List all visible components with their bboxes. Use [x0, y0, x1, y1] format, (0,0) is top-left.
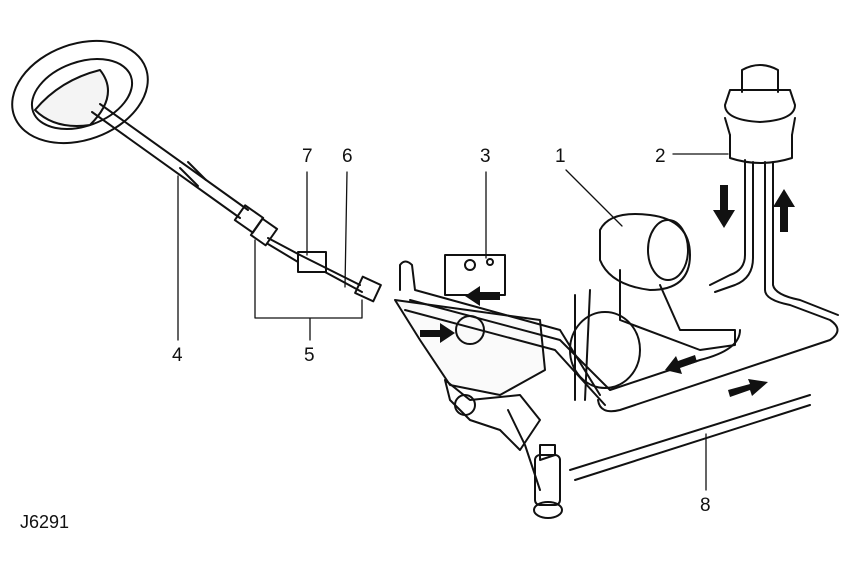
leader-lines	[177, 153, 729, 491]
callout-6: 6	[342, 146, 353, 167]
steering-box	[394, 254, 546, 451]
hydraulic-pipes	[399, 159, 839, 491]
arrow-down-icon	[713, 185, 735, 228]
callout-2: 2	[655, 146, 666, 167]
arrow-right-icon	[728, 379, 768, 397]
steering-column	[91, 103, 279, 247]
callout-1: 1	[555, 146, 566, 167]
fluid-reservoir	[724, 64, 796, 164]
arrow-up-icon	[773, 189, 795, 232]
intermediate-shaft	[267, 237, 382, 303]
drag-link-joint	[533, 444, 563, 519]
steering-wheel	[11, 39, 149, 145]
arrow-right-icon	[420, 323, 455, 343]
callout-8: 8	[700, 495, 711, 516]
flow-arrows	[420, 185, 795, 397]
arrow-left-icon	[465, 286, 500, 306]
figure-id: J6291	[20, 512, 70, 532]
arrow-left-icon	[665, 355, 697, 374]
callout-7: 7	[302, 146, 313, 167]
callout-4: 4	[172, 345, 183, 366]
power-steering-pump	[569, 213, 736, 401]
callout-3: 3	[480, 146, 491, 167]
callout-5: 5	[304, 345, 315, 366]
